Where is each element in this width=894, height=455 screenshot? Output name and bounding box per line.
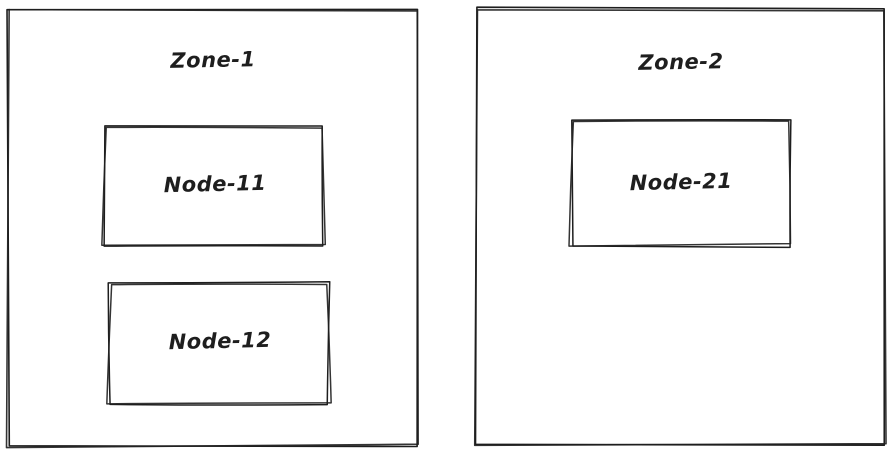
node-hitbox-node-11[interactable]	[104, 126, 323, 246]
node-hitbox-node-21[interactable]	[571, 120, 790, 246]
node-hitbox-node-12[interactable]	[109, 283, 329, 404]
